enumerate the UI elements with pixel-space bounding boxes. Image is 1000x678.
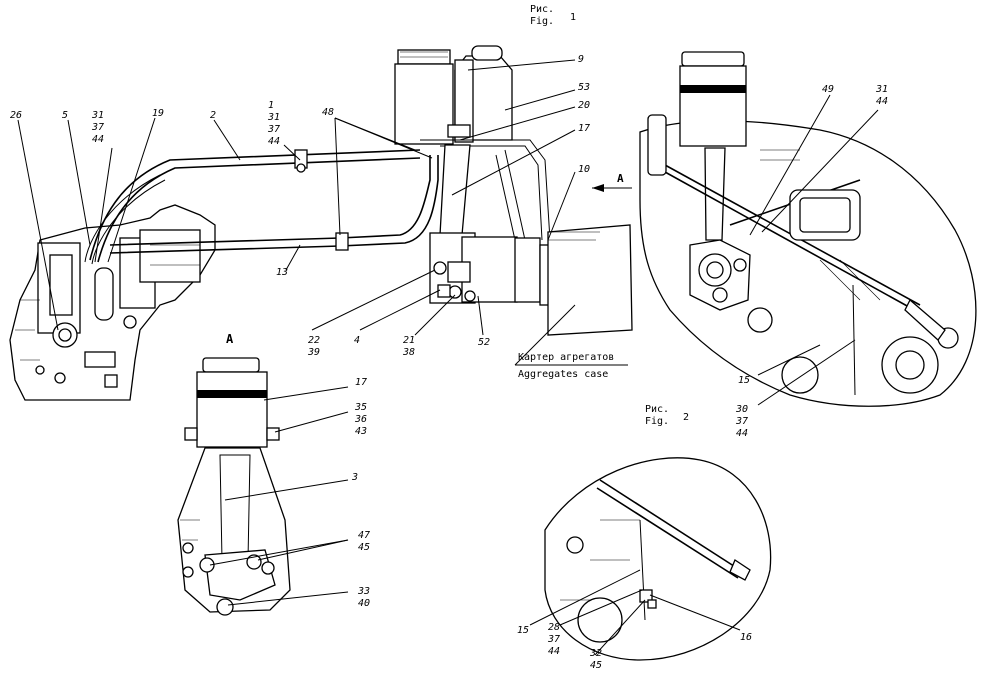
- label-33: 33: [357, 586, 370, 597]
- label-35: 35: [354, 402, 367, 413]
- label-21: 21: [403, 335, 415, 346]
- label-48: 48: [322, 107, 334, 118]
- fig2-caption-ru: Рис.: [645, 404, 669, 415]
- label-44a: 44: [92, 134, 104, 145]
- label-13: 13: [276, 267, 288, 278]
- label-17a: 17: [578, 123, 590, 134]
- bracket-20: [420, 139, 551, 241]
- label-22: 22: [308, 335, 320, 346]
- label-1: 1: [268, 100, 274, 111]
- label-30: 30: [735, 404, 748, 415]
- label-38: 38: [402, 347, 415, 358]
- label-28: 28: [548, 622, 560, 633]
- fig2-caption-en: Fig.: [645, 416, 669, 427]
- view-a-arrow: [592, 184, 632, 192]
- label-45a: 45: [358, 542, 370, 553]
- label-3: 3: [351, 472, 358, 483]
- label-20: 20: [578, 100, 590, 111]
- aggregates-case-label-ru: Картер агрегатов: [518, 352, 614, 363]
- label-31b: 31: [267, 112, 280, 123]
- label-5: 5: [62, 110, 68, 121]
- label-47: 47: [358, 530, 370, 541]
- label-10: 10: [578, 164, 590, 175]
- label-17b: 17: [355, 377, 367, 388]
- fig1-caption-ru: Рис.: [530, 4, 554, 15]
- aggregates-case-label-en: Aggregates case: [518, 369, 608, 380]
- label-52: 52: [478, 337, 490, 348]
- aggregates-case: [547, 224, 633, 336]
- pump-52: [429, 232, 609, 307]
- pipeline-13: [109, 155, 439, 254]
- label-31a: 31: [91, 110, 104, 121]
- label-36: 36: [354, 414, 367, 425]
- fig1-caption-en: Fig.: [530, 16, 554, 27]
- label-39: 39: [307, 347, 320, 358]
- label-37d: 37: [547, 634, 560, 645]
- pipeline-2: [89, 149, 421, 263]
- label-44e: 44: [548, 646, 560, 657]
- label-37a: 37: [91, 122, 104, 133]
- view-a-arrow-label: A: [617, 172, 624, 185]
- label-9: 9: [578, 54, 584, 65]
- label-4: 4: [354, 335, 360, 346]
- label-2: 2: [210, 110, 216, 121]
- label-32: 32: [589, 648, 602, 659]
- label-53: 53: [578, 82, 590, 93]
- fig1-number: 1: [570, 12, 576, 23]
- label-19: 19: [152, 108, 164, 119]
- label-43: 43: [355, 426, 367, 437]
- hose-17: [439, 144, 471, 236]
- fig2-number: 2: [683, 412, 689, 423]
- label-15b: 15: [517, 625, 529, 636]
- view-a-title: A: [226, 332, 234, 346]
- left-engine-assembly: [9, 204, 216, 401]
- label-31c: 31: [875, 84, 888, 95]
- label-37c: 37: [735, 416, 748, 427]
- right-engine-view: [639, 51, 977, 407]
- reservoir-main: [394, 45, 513, 145]
- label-15a: 15: [738, 375, 750, 386]
- label-40: 40: [358, 598, 370, 609]
- label-44b: 44: [268, 136, 280, 147]
- label-45b: 45: [590, 660, 602, 671]
- label-44d: 44: [736, 428, 748, 439]
- label-49: 49: [822, 84, 834, 95]
- leader-lines: [17, 59, 879, 656]
- view-a-assembly: [177, 357, 291, 616]
- figure-2-assembly: [544, 457, 772, 661]
- label-37b: 37: [267, 124, 280, 135]
- label-44c: 44: [876, 96, 888, 107]
- label-16: 16: [740, 632, 752, 643]
- label-26: 26: [10, 110, 22, 121]
- pipeline-19-5: [84, 174, 166, 265]
